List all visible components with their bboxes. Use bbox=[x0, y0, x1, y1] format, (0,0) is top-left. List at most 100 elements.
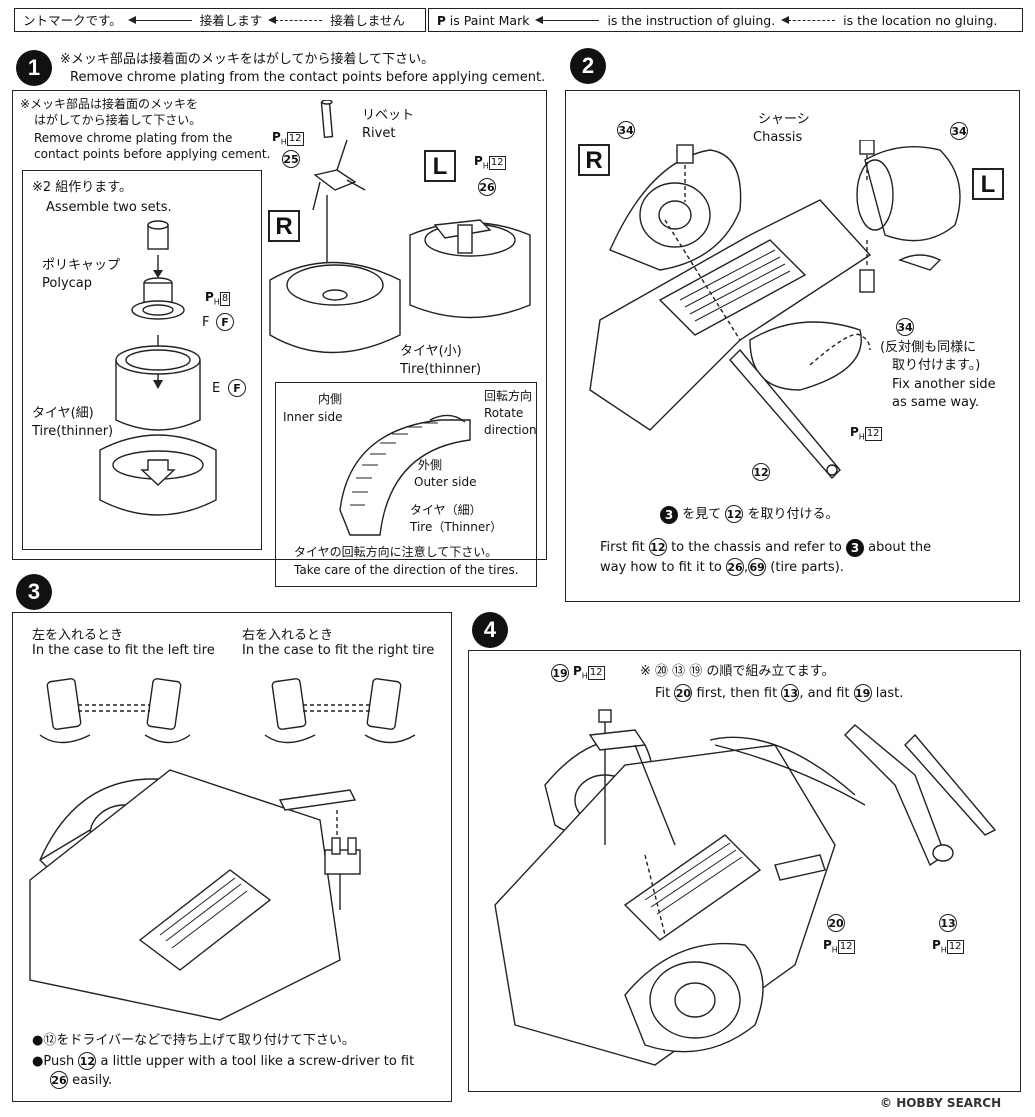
step1-note-en: Remove chrome plating from the contact p… bbox=[70, 70, 546, 85]
step-2-number: 2 bbox=[570, 48, 606, 84]
step-1-number: 1 bbox=[16, 50, 52, 86]
header-en-noglue: is the location no gluing. bbox=[843, 12, 998, 28]
step4-assembly-drawing bbox=[494, 709, 997, 1066]
label-e: E bbox=[212, 381, 221, 396]
rotate-en2: direction bbox=[484, 423, 537, 437]
assemble-jp: ※2 組作ります。 bbox=[32, 180, 132, 195]
hobby-search-watermark: © HOBBY SEARCH bbox=[880, 1095, 1001, 1111]
part-34-badge-b: 34 bbox=[950, 122, 968, 140]
part-f-badge-2: F bbox=[228, 379, 246, 397]
rivet-jp: リベット bbox=[362, 108, 415, 123]
header-en-paint: is Paint Mark bbox=[449, 12, 530, 28]
other-side-jp1: (反対側も同様に bbox=[880, 340, 977, 355]
label-f: F bbox=[202, 315, 210, 330]
step-4-number: 4 bbox=[472, 612, 508, 648]
part-34-badge-c: 34 bbox=[896, 318, 914, 336]
step2-ref-jp-b: を取り付ける。 bbox=[747, 507, 839, 522]
step4-order-jp: ※ ⑳ ⑬ ⑲ の順で組み立てます。 bbox=[640, 664, 835, 679]
glue-arrow-icon-en bbox=[535, 16, 600, 24]
header-en-glue: is the instruction of gluing. bbox=[607, 12, 776, 28]
part-12-badge-step2: 12 bbox=[752, 463, 770, 481]
other-side-en2: as same way. bbox=[892, 395, 979, 410]
right-case-en: In the case to fit the right tire bbox=[242, 643, 435, 658]
tire-parts-text: (tire parts). bbox=[770, 560, 844, 575]
glue-arrow-icon bbox=[127, 16, 192, 24]
part-19-inline: 19 bbox=[853, 684, 872, 702]
part-34-badge-a: 34 bbox=[617, 121, 635, 139]
step1-note-jp: ※メッキ部品は接着面のメッキをはがしてから接着して下さい。 bbox=[60, 52, 435, 67]
header-en-legend: P is Paint Mark is the instruction of gl… bbox=[428, 8, 1023, 32]
step2-ref-jp: 3 を見て 12 を取り付ける。 bbox=[660, 505, 838, 524]
header-jp-prefix: ントマークです。 bbox=[23, 12, 122, 28]
part-f-badge: F bbox=[216, 313, 234, 331]
step1-inner-note-jp1: ※メッキ部品は接着面のメッキを bbox=[20, 97, 199, 111]
tire-thinner-jp: タイヤ(細) bbox=[32, 406, 94, 421]
chassis-drawing bbox=[589, 140, 961, 480]
outer-side-en: Outer side bbox=[414, 475, 477, 489]
label-l-step1: L bbox=[424, 150, 456, 182]
inner-side-jp: 内側 bbox=[318, 392, 343, 406]
chassis-jp: シャーシ bbox=[758, 112, 810, 127]
step3-note3-en: 26 easily. bbox=[50, 1071, 112, 1089]
paint-mark-icon: P bbox=[437, 13, 446, 28]
step2-way-en: way how to fit it to 26,69 (tire parts). bbox=[600, 558, 844, 576]
part-12-inline-en: 12 bbox=[648, 538, 667, 556]
push-text: ●Push bbox=[32, 1054, 75, 1069]
tire-case-drawing bbox=[39, 678, 416, 744]
assemble-en: Assemble two sets. bbox=[46, 200, 172, 215]
label-r-step2: R bbox=[578, 144, 610, 176]
rotate-jp: 回転方向 bbox=[484, 389, 533, 403]
step1-inner-note-en2: contact points before applying cement. bbox=[34, 147, 271, 161]
step-3-number: 3 bbox=[16, 574, 52, 610]
polycap-tire-drawing bbox=[99, 220, 217, 516]
rivet-en: Rivet bbox=[362, 126, 396, 141]
left-case-jp: 左を入れるとき bbox=[32, 628, 124, 643]
copyright-icon: © bbox=[880, 1096, 892, 1110]
rivet-wheel-drawing bbox=[269, 100, 531, 354]
tire-thin-en: Tire（Thinner） bbox=[410, 520, 503, 534]
step-ref-3-icon: 3 bbox=[660, 505, 678, 524]
inner-side-en: Inner side bbox=[283, 410, 343, 424]
noglue-arrow-icon-en bbox=[781, 16, 836, 24]
left-case-en: In the case to fit the left tire bbox=[32, 643, 215, 658]
step2-ref-jp-a: を見て bbox=[682, 507, 722, 522]
right-case-jp: 右を入れるとき bbox=[242, 628, 334, 643]
tire-thinner-en: Tire(thinner) bbox=[32, 424, 114, 439]
step2-panel bbox=[565, 90, 1020, 602]
order-last-text: last. bbox=[875, 686, 904, 701]
step2-first-en: First fit 12 to the chassis and refer to… bbox=[600, 538, 931, 557]
part-12-inline: 12 bbox=[725, 505, 744, 523]
step4-order-en: Fit 20 first, then fit 13, and fit 19 la… bbox=[655, 684, 903, 702]
part-25-badge: 25 bbox=[282, 150, 300, 168]
step1-panel bbox=[12, 90, 547, 560]
step3-note1-jp: ●⑫をドライバーなどで持ち上げて取り付けて下さい。 bbox=[32, 1033, 355, 1048]
step1-inner-note-en1: Remove chrome plating from the bbox=[34, 131, 233, 145]
noglue-arrow-icon bbox=[268, 16, 323, 24]
order-fit-text: Fit bbox=[655, 686, 671, 701]
part-12-inline-step3: 12 bbox=[78, 1052, 97, 1070]
other-side-en1: Fix another side bbox=[892, 377, 996, 392]
part-20-badge: 20 bbox=[827, 914, 845, 932]
first-fit-text: First fit bbox=[600, 540, 645, 555]
step1-inner-note-jp2: はがしてから接着して下さい。 bbox=[34, 113, 202, 127]
way-text: way how to fit it to bbox=[600, 560, 722, 575]
order-and-text: , and fit bbox=[799, 686, 850, 701]
polycap-jp: ポリキャップ bbox=[42, 258, 121, 273]
easily-text: easily. bbox=[72, 1073, 113, 1088]
part-20-inline: 20 bbox=[674, 684, 693, 702]
push-text-b: a little upper with a tool like a screw-… bbox=[100, 1054, 415, 1069]
part-26-inline: 26 bbox=[726, 558, 745, 576]
tire-thin-jp: タイヤ（細） bbox=[410, 503, 482, 517]
first-fit-text-b: to the chassis and refer to bbox=[671, 540, 842, 555]
rotation-subpanel bbox=[275, 382, 537, 587]
order-then-text: first, then fit bbox=[696, 686, 778, 701]
polycap-en: Polycap bbox=[42, 276, 93, 291]
part-19-badge: 19 bbox=[551, 664, 569, 682]
tire-small-en: Tire(thinner) bbox=[400, 362, 482, 377]
